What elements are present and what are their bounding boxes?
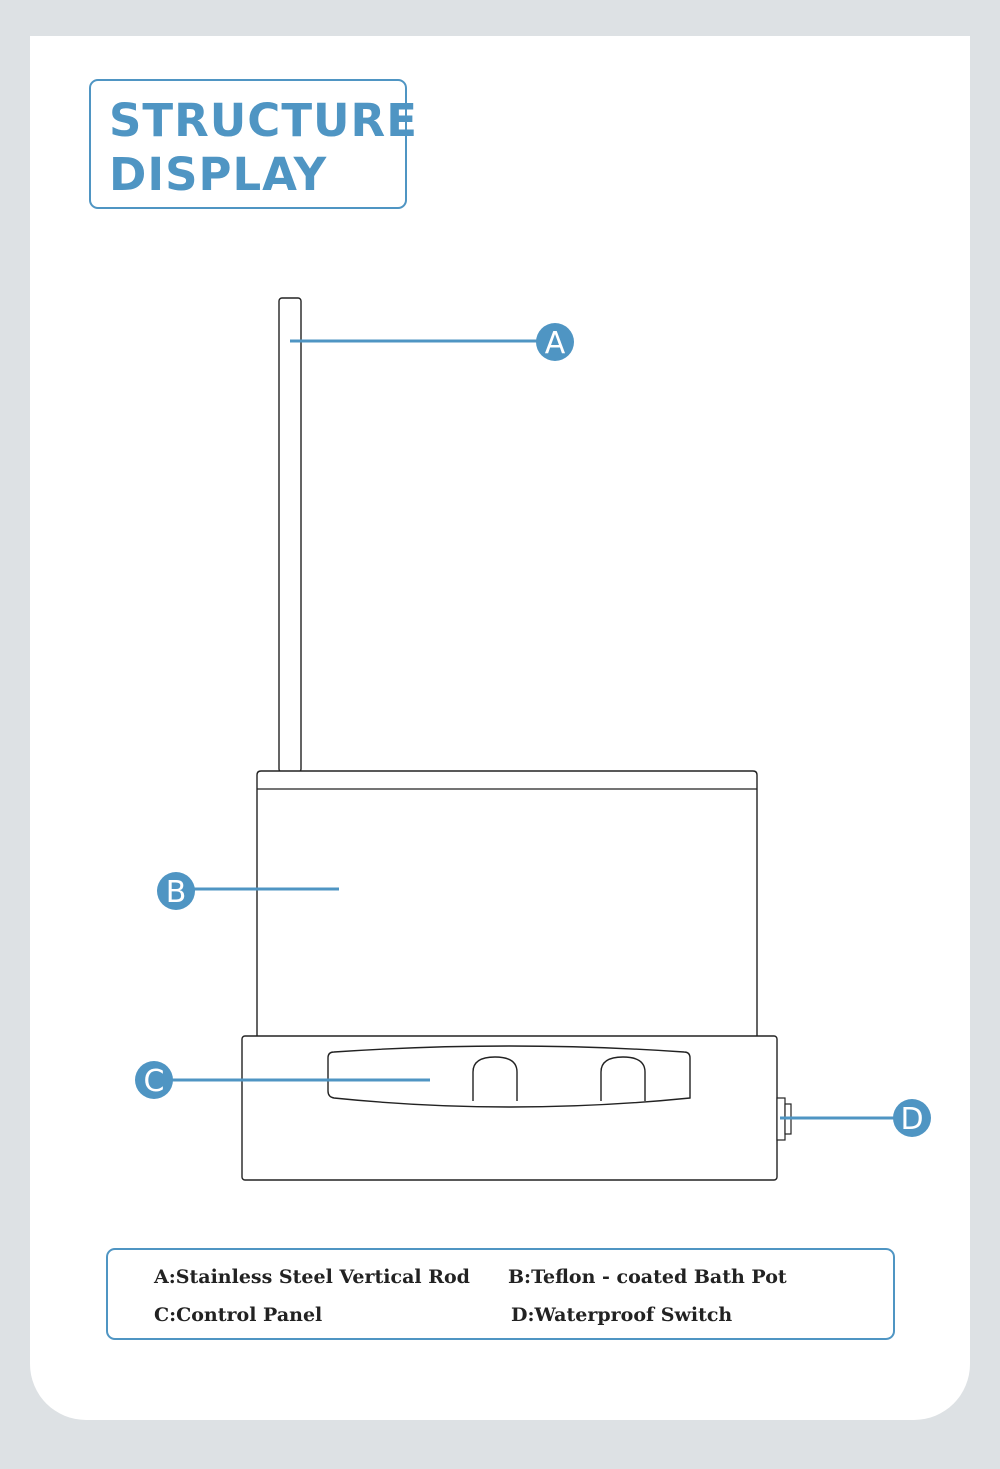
callout-marker-d: D	[893, 1099, 931, 1137]
vertical-rod	[278, 297, 302, 773]
title-line-1: STRUCTURE	[109, 94, 418, 147]
control-panel	[327, 1045, 691, 1108]
legend-item-b: B:Teflon - coated Bath Pot	[508, 1266, 787, 1288]
callout-label-a: A	[545, 326, 566, 361]
callout-marker-c: C	[135, 1061, 173, 1099]
bath-pot	[256, 770, 758, 1036]
legend-item-a: A:Stainless Steel Vertical Rod	[154, 1266, 470, 1288]
control-knob-left	[472, 1056, 518, 1101]
legend-box: A:Stainless Steel Vertical Rod B:Teflon …	[106, 1248, 895, 1340]
callout-label-d: D	[900, 1102, 923, 1137]
callout-marker-b: B	[157, 872, 195, 910]
title-line-2: DISPLAY	[109, 148, 328, 201]
legend-item-d: D:Waterproof Switch	[511, 1304, 733, 1326]
callout-marker-a: A	[536, 323, 574, 361]
legend-item-c: C:Control Panel	[154, 1304, 323, 1326]
control-knob-right	[600, 1056, 646, 1101]
title-box: STRUCTURE DISPLAY	[89, 79, 417, 209]
callout-label-b: B	[166, 875, 187, 910]
content-card	[30, 36, 970, 1420]
callout-label-c: C	[144, 1064, 165, 1099]
